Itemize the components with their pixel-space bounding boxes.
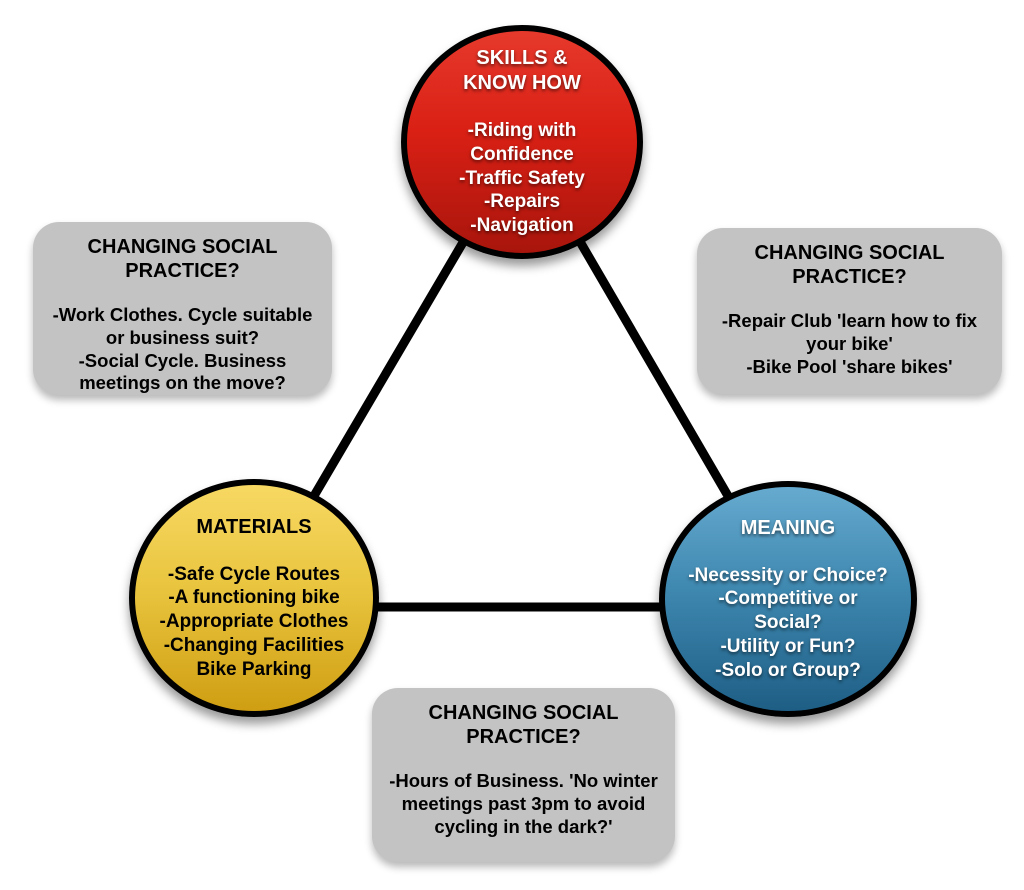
node-meaning-items: -Necessity or Choice? -Competitive or So… [688,564,888,681]
note-left-body: -Work Clothes. Cycle suitable or busines… [52,304,313,394]
node-materials-title: MATERIALS [196,515,312,538]
note-left-title: CHANGING SOCIAL PRACTICE? [87,236,278,282]
note-right-title: CHANGING SOCIAL PRACTICE? [754,242,945,288]
note-changing-social-practice-right: CHANGING SOCIAL PRACTICE? -Repair Club '… [697,228,1002,394]
node-meaning-title: MEANING [740,516,836,539]
node-skills-know-how: SKILLS & KNOW HOW -Riding with Confidenc… [401,25,643,259]
node-skills-title: SKILLS & KNOW HOW [463,47,581,95]
note-changing-social-practice-bottom: CHANGING SOCIAL PRACTICE? -Hours of Busi… [372,688,675,862]
note-right-body: -Repair Club 'learn how to fix your bike… [721,310,978,377]
note-bottom-body: -Hours of Business. 'No winter meetings … [389,770,658,837]
note-bottom-title: CHANGING SOCIAL PRACTICE? [428,702,619,748]
node-materials-items: -Safe Cycle Routes -A functioning bike -… [159,563,349,680]
node-meaning: MEANING -Necessity or Choice? -Competiti… [659,481,917,717]
node-skills-items: -Riding with Confidence -Traffic Safety … [459,120,585,237]
note-changing-social-practice-left: CHANGING SOCIAL PRACTICE? -Work Clothes.… [33,222,332,395]
node-materials: MATERIALS -Safe Cycle Routes -A function… [129,479,379,717]
